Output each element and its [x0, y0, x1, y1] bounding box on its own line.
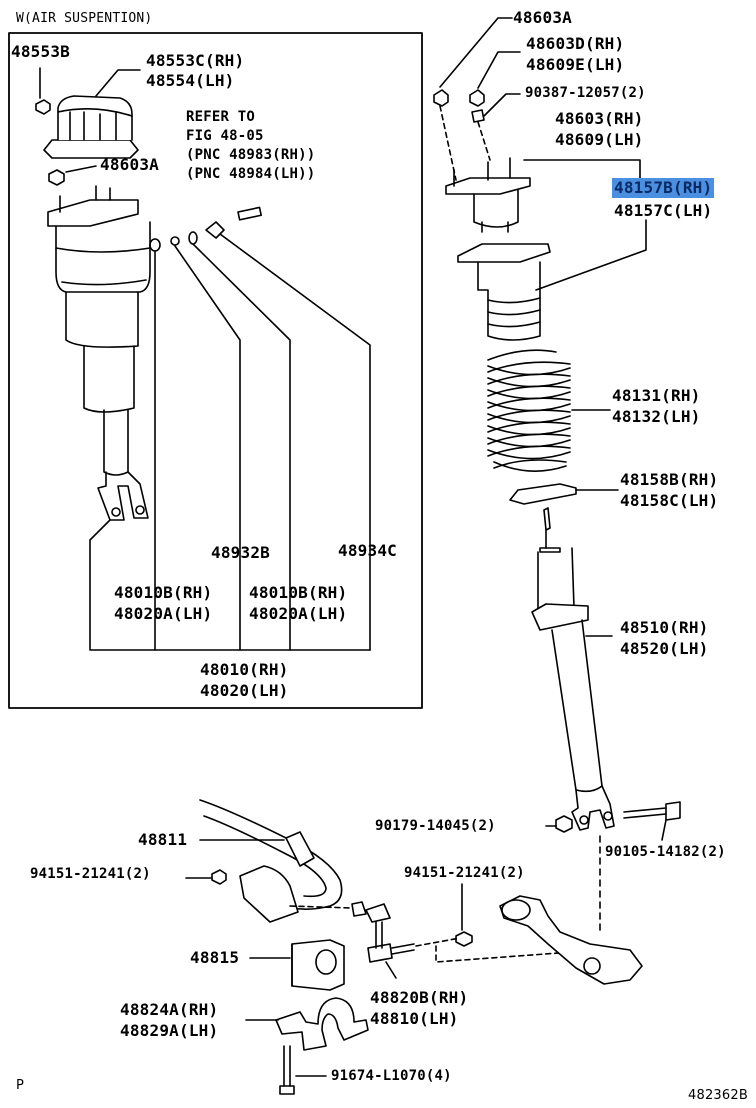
part-48010-label[interactable]: 48010(RH)	[200, 660, 289, 679]
part-91674-label[interactable]: 91674-L1070(4)	[331, 1068, 452, 1084]
part-48157c-label[interactable]: 48157C(LH)	[614, 201, 713, 220]
nut-94151-a	[211, 869, 227, 885]
refer-line-3: (PNC 48983(RH))	[186, 147, 316, 163]
part-90179-label[interactable]: 90179-14045(2)	[375, 818, 496, 834]
upper-support	[445, 157, 531, 233]
part-48020-label[interactable]: 48020(LH)	[200, 681, 289, 700]
figure-number: 482362B	[688, 1088, 748, 1103]
part-48811-label[interactable]: 48811	[138, 830, 188, 849]
part-48810-label[interactable]: 48810(LH)	[370, 1009, 459, 1028]
part-94151-label-b[interactable]: 94151-21241(2)	[404, 865, 525, 881]
stabilizer-bar	[199, 799, 343, 923]
part-48609e-label[interactable]: 48609E(LH)	[526, 55, 625, 74]
part-48603a-label[interactable]: 48603A	[513, 8, 572, 27]
part-48553c-label[interactable]: 48553C(RH)	[146, 51, 245, 70]
part-48020a-label-a[interactable]: 48020A(LH)	[114, 604, 213, 623]
nut-94151-b	[455, 931, 473, 947]
lower-arm-bracket	[499, 895, 643, 985]
part-48609-label[interactable]: 48609(LH)	[555, 130, 644, 149]
corner-mark: P	[16, 1078, 25, 1093]
air-strut	[47, 185, 151, 521]
part-48815-label[interactable]: 48815	[190, 948, 240, 967]
part-48020a-label-b[interactable]: 48020A(LH)	[249, 604, 348, 623]
refer-line-4: (PNC 48984(LH))	[186, 166, 316, 182]
part-90387-label[interactable]: 90387-12057(2)	[525, 85, 646, 101]
nut-48553b	[35, 99, 51, 115]
bolt-91674	[279, 1045, 295, 1095]
inset-title: W(AIR SUSPENTION)	[16, 11, 153, 26]
part-48158b-label[interactable]: 48158B(RH)	[620, 470, 719, 489]
part-48157b-label-selected[interactable]: 48157B(RH)	[612, 178, 715, 198]
part-48820b-label[interactable]: 48820B(RH)	[370, 988, 469, 1007]
stabilizer-bushing	[291, 939, 345, 991]
part-48520-label[interactable]: 48520(LH)	[620, 639, 709, 658]
nut-48603a	[433, 89, 449, 107]
nut-48603d	[469, 89, 485, 107]
part-48132-label[interactable]: 48132(LH)	[612, 407, 701, 426]
nut-90179	[555, 815, 573, 833]
air-spring-cover	[43, 95, 139, 159]
part-48554-label[interactable]: 48554(LH)	[146, 71, 235, 90]
part-90105-label[interactable]: 90105-14182(2)	[605, 844, 726, 860]
stabilizer-link	[351, 901, 415, 963]
bump-stop	[457, 243, 551, 341]
refer-line-1: REFER TO	[186, 109, 256, 125]
part-48131-label[interactable]: 48131(RH)	[612, 386, 701, 405]
part-48158c-label[interactable]: 48158C(LH)	[620, 491, 719, 510]
stabilizer-bracket	[275, 997, 369, 1051]
refer-line-2: FIG 48-05	[186, 128, 264, 144]
part-48932b-label[interactable]: 48932B	[211, 543, 270, 562]
part-48829a-label[interactable]: 48829A(LH)	[120, 1021, 219, 1040]
part-48603-label[interactable]: 48603(RH)	[555, 109, 644, 128]
part-48553b-label[interactable]: 48553B	[11, 42, 70, 61]
coil-spring	[487, 349, 571, 472]
washer-90387	[471, 109, 485, 123]
part-48510-label[interactable]: 48510(RH)	[620, 618, 709, 637]
part-48934c-label[interactable]: 48934C	[338, 541, 397, 560]
part-48010b-label-b[interactable]: 48010B(RH)	[249, 583, 348, 602]
part-48824a-label[interactable]: 48824A(RH)	[120, 1000, 219, 1019]
o-ring-a	[149, 238, 161, 252]
o-ring-b	[170, 236, 180, 246]
connector	[205, 221, 225, 239]
o-ring-c	[188, 231, 198, 245]
spring-seat	[509, 483, 577, 505]
bolt-90105	[623, 801, 681, 821]
inset-frame	[8, 32, 423, 709]
nut-48603a-inset	[48, 169, 65, 186]
pin	[237, 206, 262, 221]
shock-absorber	[531, 507, 615, 831]
part-94151-label-a[interactable]: 94151-21241(2)	[30, 866, 151, 882]
part-48603d-label[interactable]: 48603D(RH)	[526, 34, 625, 53]
part-48603a-inset-label[interactable]: 48603A	[100, 155, 159, 174]
part-48010b-label-a[interactable]: 48010B(RH)	[114, 583, 213, 602]
